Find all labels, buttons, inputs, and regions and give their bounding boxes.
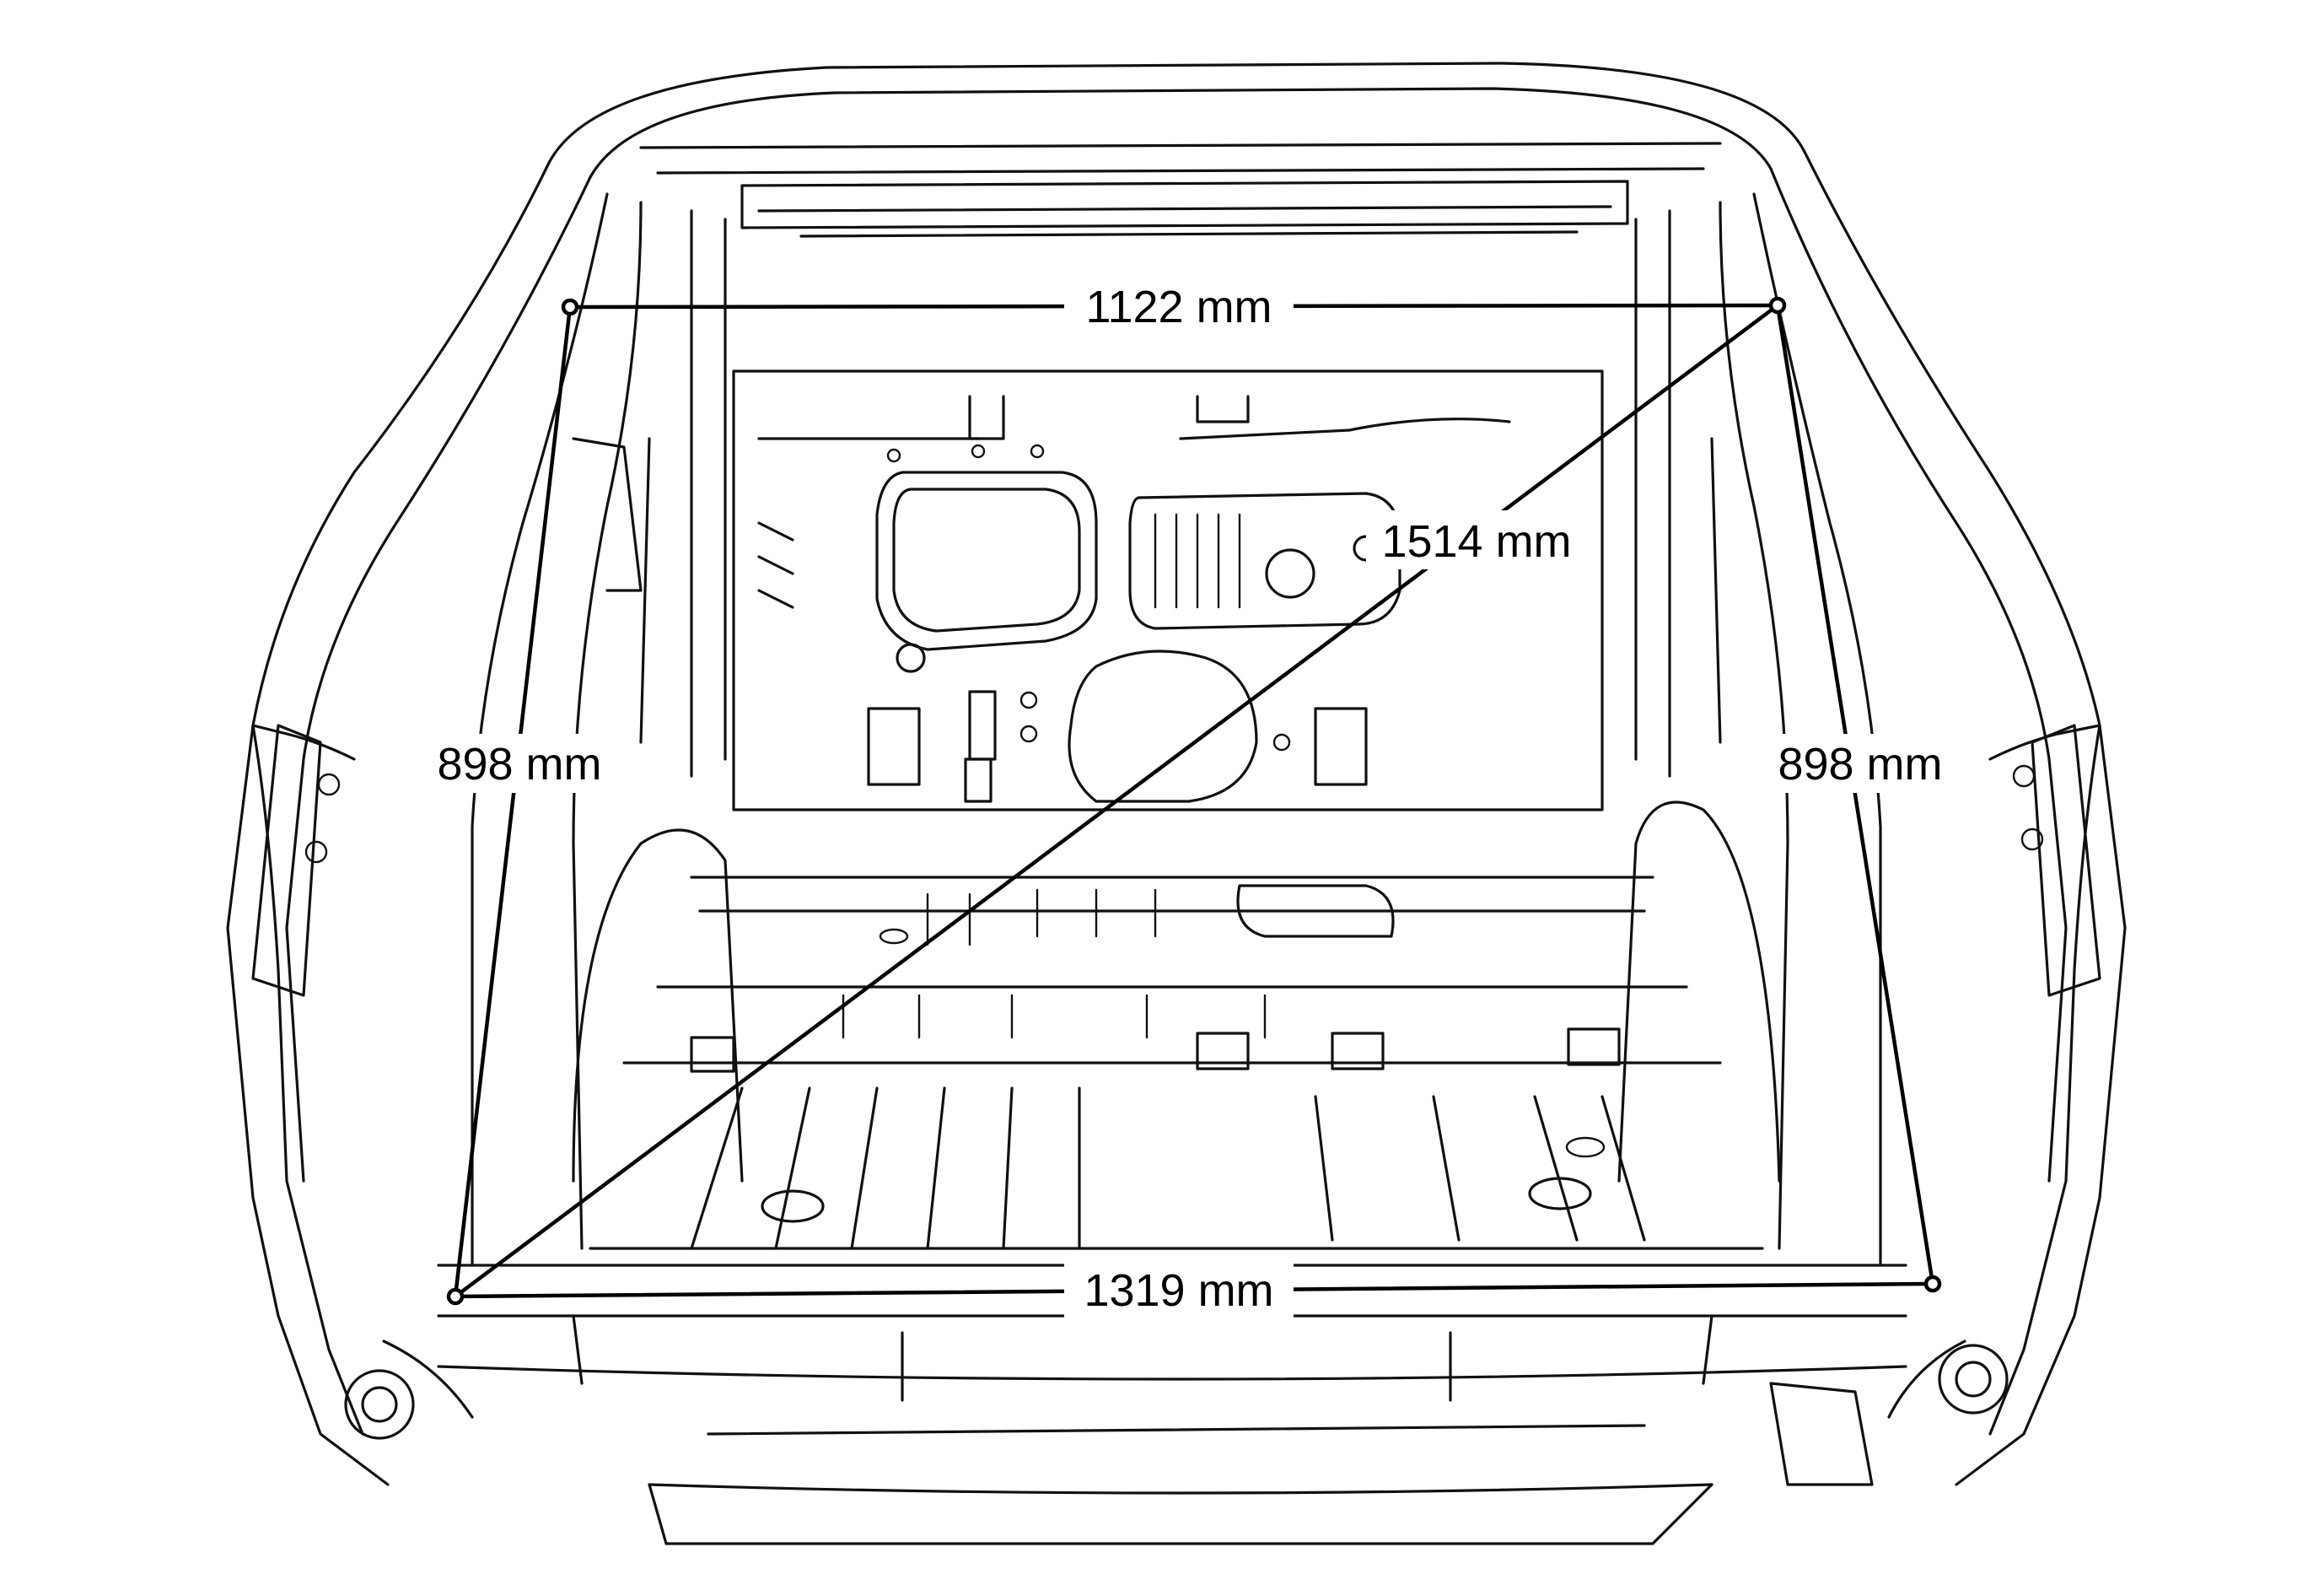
measure-point-bottom-left [446, 1287, 465, 1306]
label-diagonal: 1514 mm [1381, 516, 1571, 567]
measure-right-line [1775, 303, 1935, 1286]
body-outline [226, 62, 2127, 1545]
measure-point-bottom-right [1923, 1275, 1942, 1293]
measure-point-top-right [1768, 296, 1787, 315]
measure-point-top-left [561, 298, 579, 316]
label-top-width: 1122 mm [1085, 282, 1272, 332]
measurement-labels: 1122 mm 1514 mm 898 mm 898 mm 1319 mm [418, 277, 1961, 1319]
label-bottom-width: 1319 mm [1084, 1265, 1273, 1316]
label-left-height: 898 mm [437, 739, 601, 790]
measure-diagonal-line [453, 303, 1780, 1299]
label-right-height: 898 mm [1778, 739, 1942, 790]
measure-left-line [453, 305, 573, 1299]
